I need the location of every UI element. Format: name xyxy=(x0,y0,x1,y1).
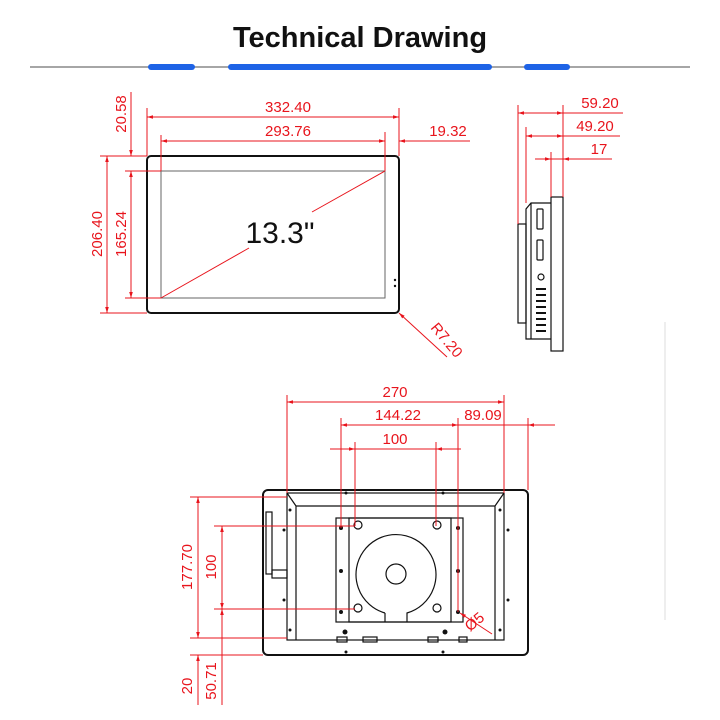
db-port-icon xyxy=(536,208,544,230)
dim-bottom-offset: 20 xyxy=(179,678,196,695)
front-view: 13.3" 332.40 293.76 19.32 206.40 165.24 … xyxy=(89,92,470,361)
vesa-plate xyxy=(335,517,464,623)
db-port-icon xyxy=(536,239,544,261)
dim-frame-height: 177.70 xyxy=(179,544,196,590)
dim-vesa-bottom-offset: 50.71 xyxy=(203,662,220,700)
dim-hole-span: 144.22 xyxy=(375,407,421,424)
side-body xyxy=(525,202,551,340)
back-view: 270 144.22 89.09 100 177.70 100 20 50.71… xyxy=(179,384,555,705)
keyhole-icons xyxy=(353,520,442,613)
side-view: 59.20 49.20 17 xyxy=(517,95,623,352)
back-frame xyxy=(286,492,505,641)
side-handle xyxy=(265,511,273,575)
power-jack-icon xyxy=(537,273,545,281)
stand-disc xyxy=(355,533,437,622)
side-mount-plate xyxy=(517,223,527,324)
dim-frame-width: 270 xyxy=(382,384,407,401)
screen-area xyxy=(160,170,386,299)
dim-total-depth: 59.20 xyxy=(581,95,619,112)
front-bezel xyxy=(146,155,400,314)
dim-hole-diameter: Ø5 xyxy=(462,609,488,635)
header-divider xyxy=(30,64,690,70)
dim-corner-radius: R7.20 xyxy=(427,320,466,362)
page-title: Technical Drawing xyxy=(233,22,487,54)
back-housing xyxy=(262,489,529,656)
dim-vesa-vertical: 100 xyxy=(203,554,220,579)
side-bezel xyxy=(550,196,564,352)
dim-overall-height: 206.40 xyxy=(89,211,106,257)
dim-side-bezel: 19.32 xyxy=(429,123,467,140)
dim-body-depth: 49.20 xyxy=(576,118,614,135)
screen-size-label: 13.3" xyxy=(245,217,314,250)
dim-overall-width: 332.40 xyxy=(265,99,311,116)
dim-screen-height: 165.24 xyxy=(113,211,130,257)
dim-top-bezel: 20.58 xyxy=(113,95,130,133)
dim-bezel-depth: 17 xyxy=(591,141,608,158)
dim-vesa-horizontal: 100 xyxy=(382,431,407,448)
dim-right-offset: 89.09 xyxy=(464,407,502,424)
dim-screen-width: 293.76 xyxy=(265,123,311,140)
